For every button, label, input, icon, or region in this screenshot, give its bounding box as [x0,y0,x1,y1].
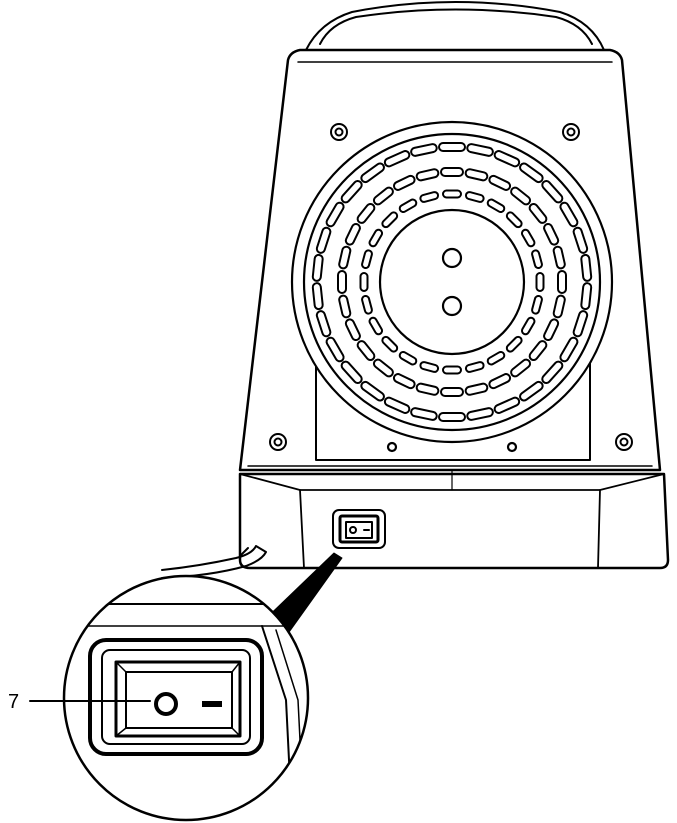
grille-slot [360,162,385,184]
grille-slot [493,150,521,168]
grille-slot [338,294,352,319]
grille-slot [541,360,564,385]
grille-slot [337,270,347,294]
grille-slot [486,350,506,366]
grille-ring-middle [337,167,567,397]
grille-slot [338,245,352,270]
grille-slot [368,228,384,248]
grille-slot [356,202,376,224]
grille-slot [464,382,489,396]
grille-slot [438,142,466,152]
grille-slot [519,162,544,184]
grille-slot [392,373,416,390]
grille-slot [325,336,345,363]
grille-slot [410,407,438,421]
grille-slot [572,310,589,338]
grille-slot [557,270,567,294]
grille-slot [488,373,512,390]
grille-slot [535,272,545,292]
fan-hub-lower [441,295,463,317]
grille-slot [311,282,324,311]
power-cord [161,545,267,579]
grille-slot [520,316,536,336]
grille-slot [359,272,369,292]
grille-slot [360,380,385,402]
grille-slot [552,245,566,270]
grille-slot [311,253,324,282]
grille-slot [442,365,462,375]
grille-slot [559,336,579,363]
grille-slot [466,143,494,157]
grille-slot [531,294,543,315]
grille-slot [372,186,394,206]
power-switch-small [332,509,386,549]
grille-slot [572,226,589,254]
grille-slot [510,358,532,378]
grille-slot [372,358,394,378]
fan-hub-upper [441,247,463,269]
grille-slot [440,167,464,177]
grille-slot [340,179,363,204]
grille-slot [419,361,440,373]
grille-slot [344,222,361,246]
grille-slot [531,249,543,270]
grille-slot [315,226,332,254]
grille-slot [381,335,399,353]
grille-slot [510,186,532,206]
grille-ring-outer [311,142,593,422]
grille-slot [488,174,512,191]
heater-top-cap [305,1,605,51]
grille-slot [344,318,361,342]
grille-slot [466,407,494,421]
magnified-switch-detail [62,574,310,822]
corner-screws [269,123,633,451]
heater-base [238,469,670,570]
grille-slot [464,168,489,182]
grille-slot [383,150,411,168]
grille-ring-inner [359,189,545,375]
grille-slot [505,211,523,229]
grille-slot [519,380,544,402]
grille-slot [505,335,523,353]
grille-slot [361,294,373,315]
grille-slot [340,360,363,385]
grille-slot [361,249,373,270]
grille-slot [442,189,462,199]
grille-slot [543,318,560,342]
grille-slot [410,143,438,157]
grille-slot [415,168,440,182]
grille-slot [464,361,485,373]
grille-slot [543,222,560,246]
grille-slot [552,294,566,319]
grille-slot [383,396,411,414]
grille-slot [580,282,593,311]
grille-slot [325,201,345,228]
grille-slot [580,253,593,282]
callout-label-7: 7 [8,691,20,713]
grille-slot [438,412,466,422]
grille-slot [398,350,418,366]
grille-slot [464,191,485,203]
grille-slot [440,387,464,397]
grille-slot [528,340,548,362]
grille-slot [419,191,440,203]
grille-slot [415,382,440,396]
grille-slot [528,202,548,224]
grille-slot [486,198,506,214]
grille-slot [520,228,536,248]
grille-slot [493,396,521,414]
grille-slot [356,340,376,362]
fan-guard-grille [290,120,614,461]
grille-slot [559,201,579,228]
grille-slot [398,198,418,214]
grille-slot [392,174,416,191]
grille-slot [315,310,332,338]
switch-off-symbol [154,692,178,716]
grille-slot [381,211,399,229]
grille-slot [541,179,564,204]
grille-slot [368,316,384,336]
